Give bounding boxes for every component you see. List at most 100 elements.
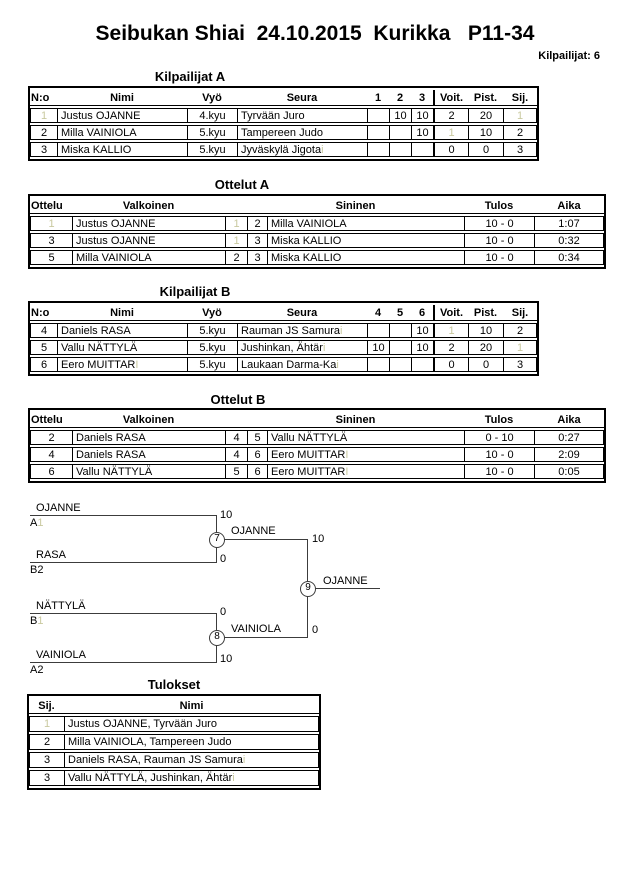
col-header-tulos: Tulos <box>464 412 535 428</box>
col-header-seura: Seura <box>237 90 367 106</box>
cell-blue-no: 3 <box>247 250 267 265</box>
cell-sij: 3 <box>503 142 537 157</box>
cell-white-no: 5 <box>225 464 247 479</box>
cell-no: 3 <box>30 142 57 157</box>
col-header-match-1: 1 <box>367 90 389 106</box>
competitor-row: 2 Milla VAINIOLA 5.kyu Tampereen Judo 10… <box>30 125 537 140</box>
cell-sij: 2 <box>503 323 537 338</box>
bracket-score: 10 <box>312 533 325 545</box>
cell-match-4 <box>367 323 389 338</box>
cell-aika: 0:32 <box>534 233 605 248</box>
bracket-winner-name: VAINIOLA <box>231 623 281 635</box>
match-row: 1 Justus OJANNE 1 2 Milla VAINIOLA 10 - … <box>30 216 605 231</box>
cell-blue-name: Eero MUITTARI <box>267 464 465 479</box>
bracket-seed-label: B1 <box>30 615 44 627</box>
cell-voit: 2 <box>433 340 468 355</box>
match-number-circle: 7 <box>209 532 225 548</box>
bracket-score: 10 <box>220 509 233 521</box>
cell-no: 5 <box>30 340 57 355</box>
cell-sij: 1 <box>503 108 537 123</box>
cell-match-1 <box>367 142 389 157</box>
col-header-ottelu: Ottelu <box>30 412 72 428</box>
cell-blue-name: Miska KALLIO <box>267 233 465 248</box>
cell-sij: 2 <box>29 734 64 750</box>
cell-match-1 <box>367 108 389 123</box>
col-header-no: N:o <box>30 305 57 321</box>
match-row: 2 Daniels RASA 4 5 Vallu NÄTTYLÄ 0 - 10 … <box>30 430 605 445</box>
cell-white-no: 1 <box>225 233 247 248</box>
cell-blue-no: 5 <box>247 430 267 445</box>
cell-sij: 1 <box>29 716 64 732</box>
cell-match-5 <box>389 340 411 355</box>
header-row: Sij. Nimi <box>29 698 319 714</box>
cell-blue-no: 6 <box>247 447 267 462</box>
bracket-score: 0 <box>220 553 227 565</box>
ottelut-b-table: Ottelu Valkoinen Sininen Tulos Aika 2 Da… <box>28 408 607 483</box>
col-header-vyo: Vyö <box>187 90 237 106</box>
bracket-champion-name: OJANNE <box>323 575 368 587</box>
col-header-pist: Pist. <box>468 90 503 106</box>
cell-match-2: 10 <box>389 108 411 123</box>
col-header-sij: Sij. <box>503 90 537 106</box>
col-header-nimi: Nimi <box>64 698 319 714</box>
cell-tulos: 10 - 0 <box>464 250 535 265</box>
cell-white-no: 2 <box>225 250 247 265</box>
cell-vyo: 5.kyu <box>187 340 237 355</box>
match-row: 6 Vallu NÄTTYLÄ 5 6 Eero MUITTARI 10 - 0… <box>30 464 605 479</box>
cell-seura: Laukaan Darma-Kai <box>237 357 367 372</box>
col-header-aika: Aika <box>534 198 605 214</box>
cell-no: 6 <box>30 357 57 372</box>
col-header-aika: Aika <box>534 412 605 428</box>
cell-white-no: 4 <box>225 447 247 462</box>
bracket-player-name: OJANNE <box>36 502 81 514</box>
cell-sij: 3 <box>29 752 64 768</box>
bracket-player-line <box>30 562 216 563</box>
cell-sij: 2 <box>503 125 537 140</box>
cell-match-no: 2 <box>30 430 72 445</box>
header-row: N:o Nimi Vyö Seura 4 5 6 Voit. Pist. Sij… <box>30 305 537 321</box>
result-row: 3 Vallu NÄTTYLÄ, Jushinkan, Ähtäri <box>29 770 319 786</box>
section-title-ottelut-b: Ottelut B <box>210 392 266 407</box>
bracket-player-name: VAINIOLA <box>36 649 86 661</box>
section-title-kilpailijat-a: Kilpailijat A <box>154 69 226 84</box>
col-header-seura: Seura <box>237 305 367 321</box>
cell-tulos: 0 - 10 <box>464 430 535 445</box>
col-header-voit: Voit. <box>433 90 468 106</box>
col-header-match-4: 4 <box>367 305 389 321</box>
match-row: 4 Daniels RASA 4 6 Eero MUITTARI 10 - 0 … <box>30 447 605 462</box>
col-header-spacer <box>225 198 247 214</box>
cell-aika: 0:34 <box>534 250 605 265</box>
bracket-player-name: RASA <box>36 549 66 561</box>
cell-match-no: 3 <box>30 233 72 248</box>
bracket-seed-label: A1 <box>30 517 44 529</box>
cell-aika: 2:09 <box>534 447 605 462</box>
cell-voit: 1 <box>433 125 468 140</box>
col-header-match-6: 6 <box>411 305 433 321</box>
cell-match-6: 10 <box>411 340 433 355</box>
cell-match-2 <box>389 142 411 157</box>
match-row: 5 Milla VAINIOLA 2 3 Miska KALLIO 10 - 0… <box>30 250 605 265</box>
competitor-row: 1 Justus OJANNE 4.kyu Tyrvään Juro 10 10… <box>30 108 537 123</box>
bracket-score: 10 <box>220 653 233 665</box>
kilpailijat-b-table: N:o Nimi Vyö Seura 4 5 6 Voit. Pist. Sij… <box>28 301 539 376</box>
cell-vyo: 5.kyu <box>187 142 237 157</box>
col-header-tulos: Tulos <box>464 198 535 214</box>
match-number-circle: 9 <box>300 581 316 597</box>
cell-sij: 3 <box>503 357 537 372</box>
cell-pist: 0 <box>468 142 503 157</box>
cell-no: 1 <box>30 108 57 123</box>
bracket-winner-line <box>216 539 307 540</box>
cell-blue-name: Vallu NÄTTYLÄ <box>267 430 465 445</box>
cell-white-name: Daniels RASA <box>72 447 225 462</box>
bracket-player-line <box>30 515 216 516</box>
result-row: 2 Milla VAINIOLA, Tampereen Judo <box>29 734 319 750</box>
cell-nimi: Justus OJANNE <box>57 108 187 123</box>
col-header-sininen: Sininen <box>247 198 465 214</box>
cell-match-6: 10 <box>411 323 433 338</box>
cell-vyo: 5.kyu <box>187 357 237 372</box>
cell-nimi: Vallu NÄTTYLÄ <box>57 340 187 355</box>
cell-white-name: Daniels RASA <box>72 430 225 445</box>
col-header-no: N:o <box>30 90 57 106</box>
section-title-ottelut-a: Ottelut A <box>214 177 270 192</box>
bracket-winner-line <box>216 637 307 638</box>
